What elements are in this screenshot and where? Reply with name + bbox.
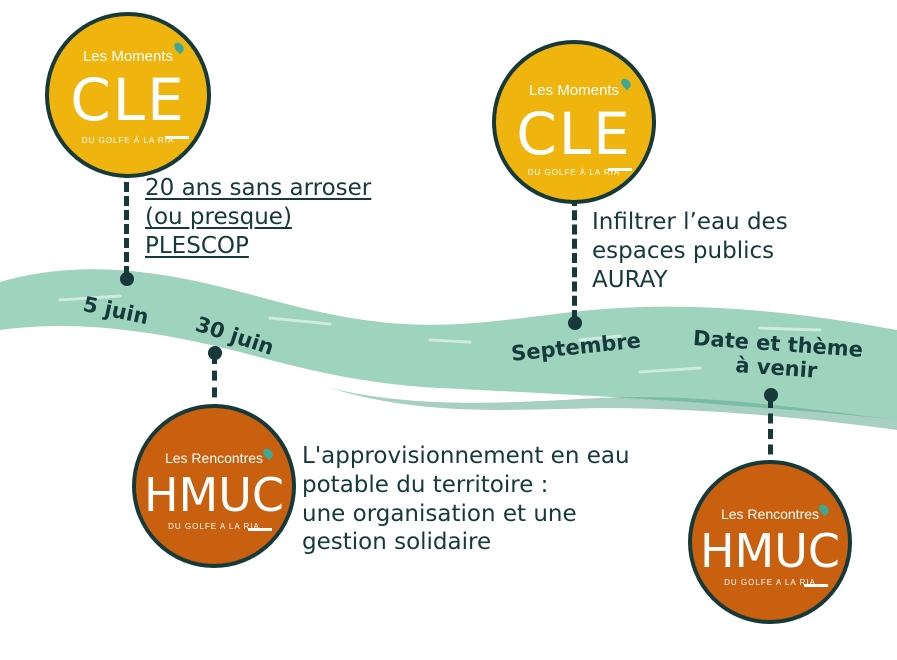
event-2-line-3: une organisation et une: [302, 500, 577, 527]
cle-logo-1-tagline: DU GOLFE À LA RIA: [81, 136, 175, 145]
event-1-line-3[interactable]: PLESCOP: [145, 232, 249, 259]
river-band: [0, 269, 897, 420]
connector-1: [124, 168, 129, 276]
hmuc-logo-2-prefix: Les Rencontres: [720, 506, 820, 522]
event-2-line-2: potable du territoire :: [302, 471, 549, 498]
event-2-line-4: gestion solidaire: [302, 529, 492, 556]
event-1[interactable]: 20 ans sans arroser (ou presque) PLESCOP: [145, 174, 371, 260]
connector-2: [212, 354, 217, 414]
event-3-line-1: Infiltrer l’eau des: [592, 209, 788, 235]
hmuc-logo-1-name: HMUC: [143, 468, 285, 522]
hmuc-logo-1: Les Rencontres HMUC DU GOLFE A LA RIA: [132, 404, 296, 568]
timeline-dot-3: [568, 316, 582, 330]
event-2-line-1: L'approvisionnement en eau: [302, 443, 630, 469]
timeline-dot-4: [764, 388, 778, 402]
hmuc-logo-1-tagline: DU GOLFE A LA RIA: [168, 522, 260, 531]
cle-logo-1-prefix: Les Moments: [82, 48, 174, 65]
cle-logo-2-prefix: Les Moments: [528, 82, 620, 99]
hmuc-logo-2: Les Rencontres HMUC DU GOLFE A LA RIA: [688, 460, 852, 624]
event-3-line-3: AURAY: [592, 266, 668, 293]
cle-logo-2-name: CLE: [516, 100, 632, 168]
event-3-line-2: espaces publics: [592, 237, 775, 264]
connector-3: [572, 196, 577, 320]
timeline-dot-1: [120, 272, 134, 286]
cle-logo-2-tagline: DU GOLFE À LA RIA: [527, 168, 621, 177]
event-3: Infiltrer l’eau des espaces publics AURA…: [592, 208, 788, 294]
event-1-line-1[interactable]: 20 ans sans arroser: [145, 175, 372, 201]
river-streaks: [58, 294, 822, 374]
hmuc-logo-1-prefix: Les Rencontres: [164, 450, 264, 466]
event-2: L'approvisionnement en eau potable du te…: [302, 442, 630, 557]
cle-logo-1-name: CLE: [70, 66, 186, 134]
event-1-line-2[interactable]: (ou presque): [145, 203, 292, 230]
river-shadow: [330, 388, 897, 430]
hmuc-logo-2-name: HMUC: [699, 524, 841, 578]
cle-logo-2: Les Moments CLE DU GOLFE À LA RIA: [492, 40, 656, 204]
connector-4: [768, 398, 773, 470]
timeline-dot-2: [208, 346, 222, 360]
hmuc-logo-2-tagline: DU GOLFE A LA RIA: [724, 578, 816, 587]
cle-logo-1: Les Moments CLE DU GOLFE À LA RIA: [45, 12, 211, 178]
